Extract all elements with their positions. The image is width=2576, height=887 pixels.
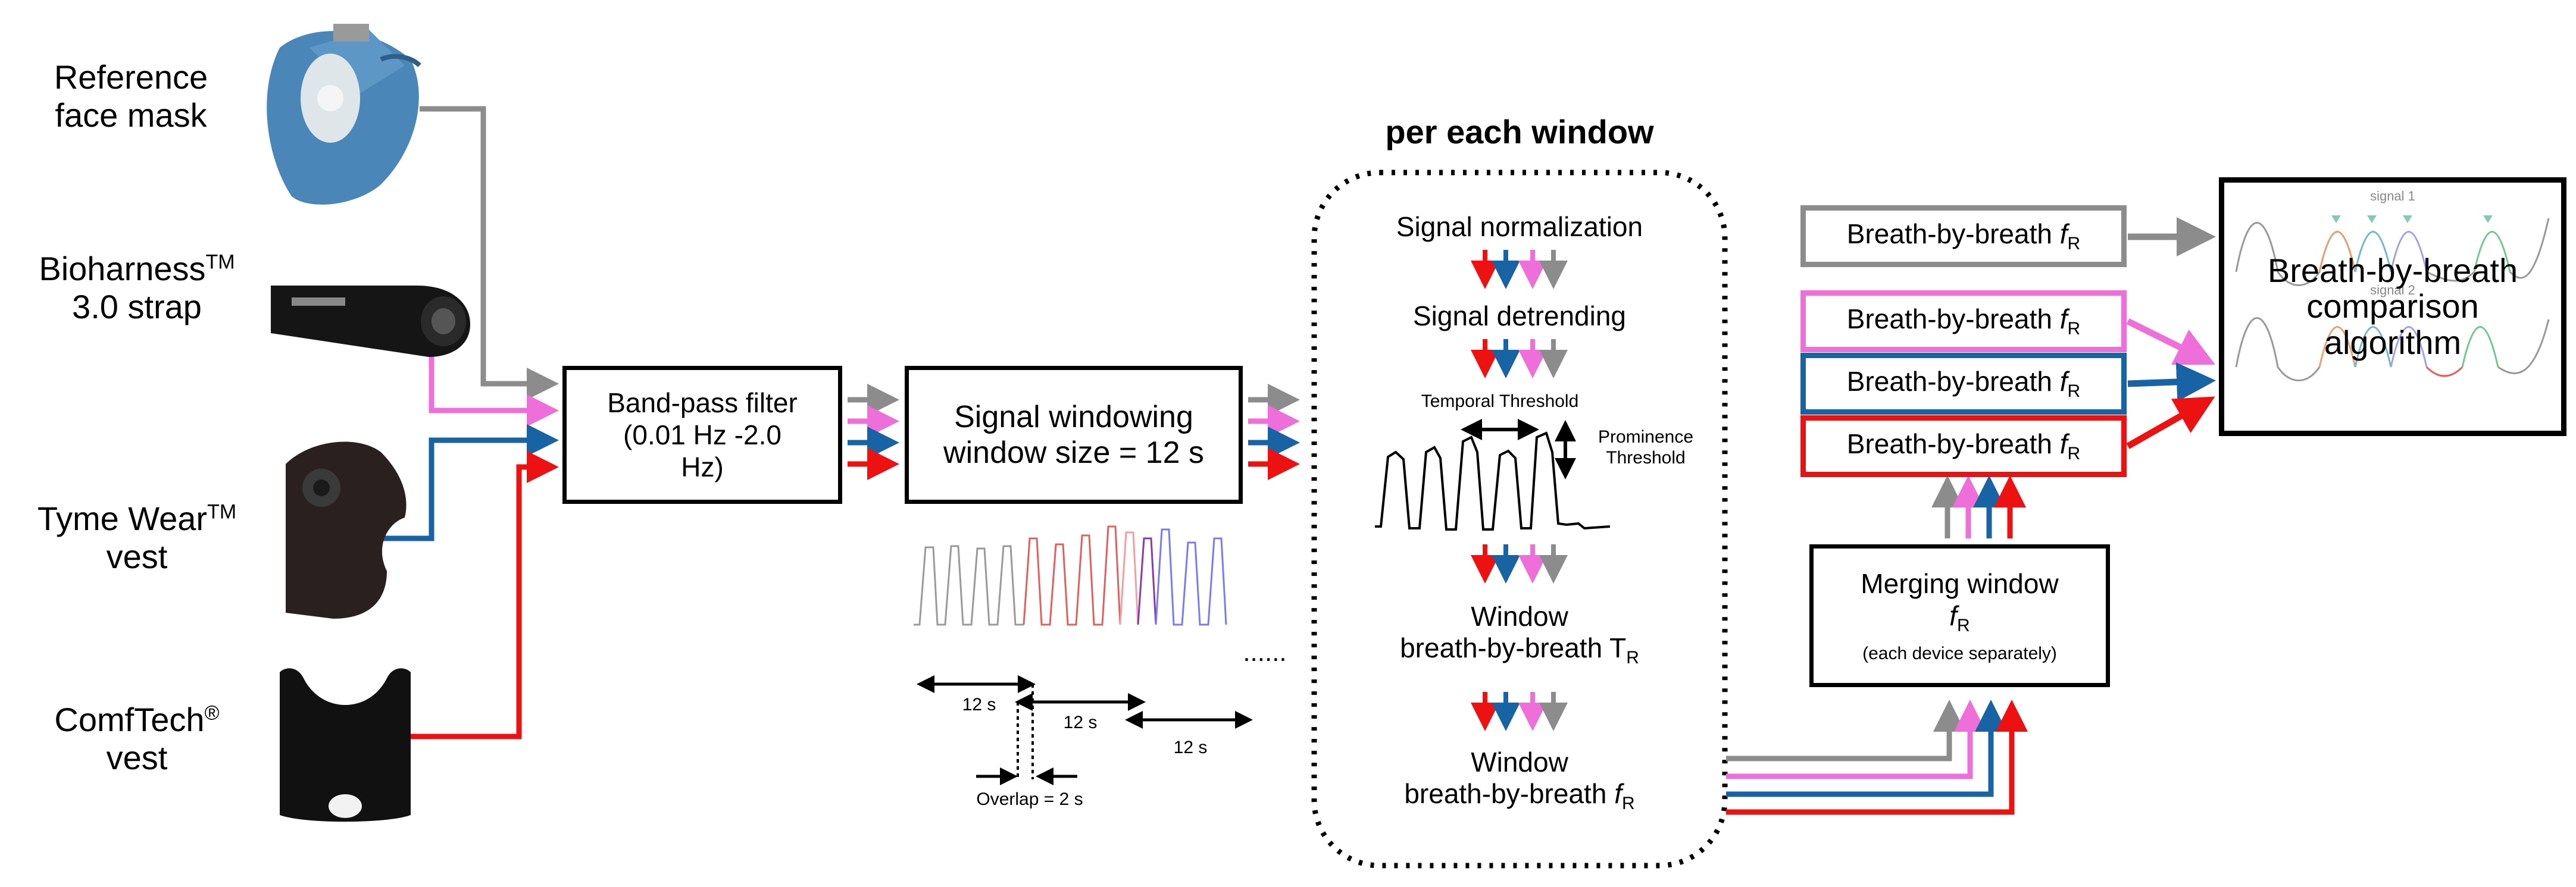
step3-sub: R [1626,648,1639,668]
step4-f: f [1614,778,1622,809]
comftech-line2: vest [106,739,168,777]
bbb-box-blue: Breath-by-breath fR [1800,353,2127,415]
merge-sub: R [1957,616,1970,636]
windowing-line1: Signal windowing [954,400,1193,434]
comparison-signal-thumbnail [2235,215,2550,381]
merge-in-gray [1726,700,1965,761]
bbb-red-to-compare [2126,396,2215,449]
comftech-sup: ® [204,701,220,725]
comftech-connector [405,451,559,739]
prominence-threshold-label: Prominence Threshold [1580,427,1711,468]
bioharness-image [271,286,470,357]
bbb-pink-label: Breath-by-breath [1846,303,2060,335]
merging-window-box: Merging window fR (each device separatel… [1809,544,2110,687]
bbb-red-f: f [2059,428,2068,460]
mask-label-line2: face mask [55,96,207,134]
comftech-vest-image [280,668,411,822]
step4-line2: breath-by-breath [1404,778,1615,809]
bbb-blue-f: f [2059,366,2068,397]
step-normalization: Signal normalization [1396,211,1643,242]
windowed-signal [914,525,1227,626]
bandpass-filter-box: Band-pass filter (0.01 Hz -2.0 Hz) [562,366,842,504]
down-arrows-3 [1471,544,1568,584]
bbb-box-gray: Breath-by-breath fR [1800,205,2127,267]
merge-note: (each device separately) [1862,643,2057,663]
bbb-pink-f: f [2059,303,2068,335]
bbb-gray-f: f [2059,218,2068,250]
face-mask-image [267,24,421,205]
comparison-signal1-label: signal 1 [2370,189,2415,203]
down-arrows-1 [1471,250,1568,289]
comftech-label: ComfTech® vest [12,701,262,778]
window2-label: 12 s [1063,713,1098,732]
comparison-signal2-label: signal 2 [2370,283,2415,297]
continuation-dots: ...... [1243,638,1287,667]
filter-line3: Hz) [681,452,724,482]
bbb-gray-label: Breath-by-breath [1846,218,2060,250]
merge-in-red [1726,700,2028,815]
comparison-algorithm-box: signal 1 signal 2 Breath-by-breath compa… [2219,177,2566,436]
bbb-gray-sub: R [2067,234,2081,254]
merge-line1: Merging window [1861,568,2059,600]
tyme-vest-image [286,441,407,619]
step4-sub: R [1621,794,1635,814]
bbb-box-red: Breath-by-breath fR [1800,415,2127,477]
merge-in-pink [1726,700,1986,779]
bioharness-label: BioharnessTM 3.0 strap [12,250,262,327]
temporal-threshold-label: Temporal Threshold [1421,391,1579,411]
comparison-title: Breath-by-breath comparison algorithm [2267,251,2518,361]
step3-line2: breath-by-breath T [1400,632,1627,663]
bioharness-connector [429,333,559,427]
bbb-pink-sub: R [2067,319,2081,339]
window1-label: 12 s [962,695,996,714]
comparison-line2: comparison [2306,287,2479,325]
tyme-sup: TM [207,500,237,524]
merge-in-blue [1726,700,2007,797]
bioharness-line2: 3.0 strap [72,288,202,326]
bbb-red-sub: R [2067,444,2081,464]
prominence-line1: Prominence [1598,427,1694,447]
mask-label-line1: Reference [54,58,208,96]
step3-line1: Window [1471,601,1568,632]
step-detrending: Signal detrending [1412,300,1627,331]
bbb-pink-to-compare [2126,318,2215,365]
tyme-label: Tyme WearTM vest [12,500,262,576]
down-arrows-4 [1471,692,1568,731]
bbb-blue-label: Breath-by-breath [1846,366,2060,397]
windowing-line2: window size = 12 s [943,435,1204,470]
signal-windowing-box: Signal windowing window size = 12 s [905,366,1243,504]
per-window-title: per each window [1385,113,1654,151]
comftech-name: ComfTech [54,701,205,738]
tyme-connector [381,424,559,541]
bbb-box-pink: Breath-by-breath fR [1800,290,2127,352]
detrended-signal [1375,431,1611,531]
step-window-tr: Window breath-by-breath TR [1314,601,1725,669]
mask-label: Reference face mask [12,58,250,135]
overlap-label: Overlap = 2 s [976,789,1083,809]
bioharness-sup: TM [205,250,235,274]
step-window-fr: Window breath-by-breath fR [1314,747,1725,814]
bbb-blue-to-compare [2127,362,2216,402]
filter-line1: Band-pass filter [607,387,798,418]
bbb-red-label: Breath-by-breath [1846,428,2060,460]
bbb-blue-sub: R [2067,381,2081,402]
tyme-line2: vest [106,538,168,576]
comparison-line1: Breath-by-breath [2267,251,2518,289]
prominence-line2: Threshold [1606,447,1686,468]
comparison-line3: algorithm [2324,323,2462,361]
mask-connector [420,106,559,400]
down-arrows-2 [1471,339,1568,378]
bioharness-name: Bioharness [39,250,206,287]
window3-label: 12 s [1173,738,1208,757]
step4-line1: Window [1471,747,1568,778]
filter-line2: (0.01 Hz -2.0 [623,419,781,450]
tyme-name: Tyme Wear [37,500,208,537]
merge-f: f [1949,600,1958,632]
